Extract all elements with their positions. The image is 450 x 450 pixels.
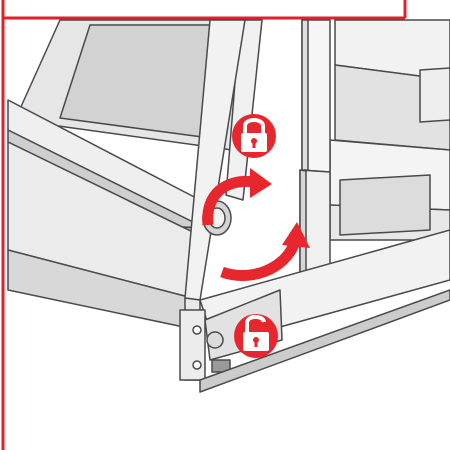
vertical-post bbox=[299, 19, 331, 306]
right-compartments bbox=[329, 19, 450, 241]
padlock-unlocked-icon bbox=[234, 314, 278, 358]
back-panel bbox=[14, 19, 263, 201]
callout-frame bbox=[1, 0, 407, 450]
left-tray bbox=[7, 99, 206, 331]
padlock-locked-icon bbox=[232, 114, 276, 158]
curved-arrow-down-icon bbox=[220, 222, 310, 281]
curved-arrow-up-icon bbox=[202, 168, 272, 226]
